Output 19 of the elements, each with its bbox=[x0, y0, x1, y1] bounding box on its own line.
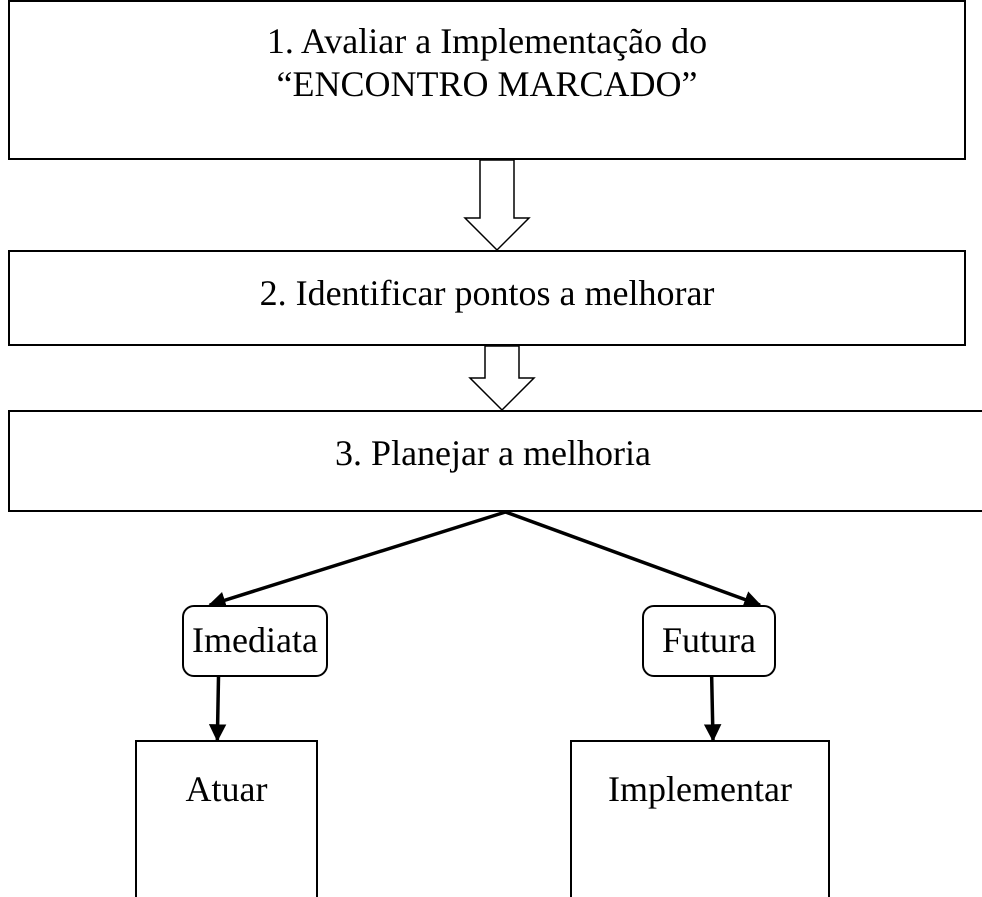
box-label: Implementar bbox=[608, 768, 792, 811]
arrow bbox=[208, 676, 226, 742]
box-label: Futura bbox=[662, 619, 756, 662]
process-box bbox=[8, 0, 966, 160]
process-box bbox=[135, 740, 318, 897]
rounded-box bbox=[182, 605, 328, 677]
box-label: 1. Avaliar a Implementação do “ENCONTRO MARCADO” bbox=[266, 20, 708, 106]
box-label: Atuar bbox=[186, 768, 268, 811]
process-box bbox=[8, 250, 966, 346]
arrow bbox=[704, 676, 722, 742]
process-box bbox=[8, 410, 982, 512]
rounded-box bbox=[642, 605, 776, 677]
box-label: Imediata bbox=[192, 619, 318, 662]
box-label: 2. Identificar pontos a melhorar bbox=[260, 272, 714, 315]
arrow bbox=[504, 510, 762, 608]
hollow-arrow bbox=[468, 345, 536, 412]
hollow-arrow bbox=[463, 159, 531, 252]
process-box bbox=[570, 740, 830, 897]
box-label: 3. Planejar a melhoria bbox=[335, 432, 651, 475]
